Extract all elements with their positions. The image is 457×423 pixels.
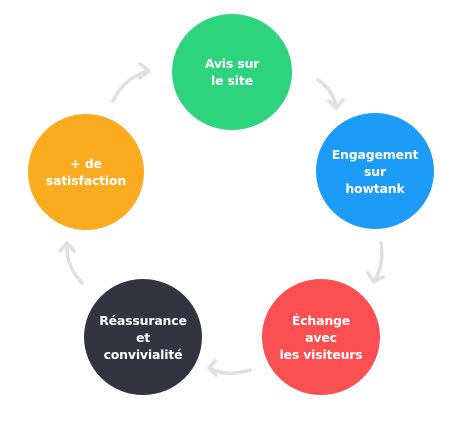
arrow-avis-to-engagement [316,78,338,108]
node-label: Échange avec les visiteurs [279,312,363,362]
arrow-head-echange-to-reassurance [207,359,218,377]
node-engagement-sur-howtank: Engagement sur howtank [316,113,434,229]
arrow-echange-to-reassurance [209,367,252,375]
node-avis-sur-le-site: Avis sur le site [172,14,292,130]
node-reassurance-et-convivialite: Réassurance et convivialité [84,279,202,395]
node-echange-avec-les-visiteurs: Échange avec les visiteurs [262,279,380,395]
node-label: Engagement sur howtank [331,146,419,196]
arrow-head-satisfaction-to-avis [138,62,151,80]
node-label: Réassurance et convivialité [99,312,187,362]
node-plus-de-satisfaction: + de satisfaction [28,114,144,230]
node-label: + de satisfaction [45,156,127,188]
arrow-head-reassurance-to-satisfaction [58,241,76,253]
node-label: Avis sur le site [204,56,260,88]
arrow-satisfaction-to-avis [111,69,150,103]
arrow-reassurance-to-satisfaction [65,243,84,285]
arrow-engagement-to-echange [373,241,384,282]
arrow-head-avis-to-engagement [327,98,345,110]
arrow-head-engagement-to-echange [366,271,385,284]
